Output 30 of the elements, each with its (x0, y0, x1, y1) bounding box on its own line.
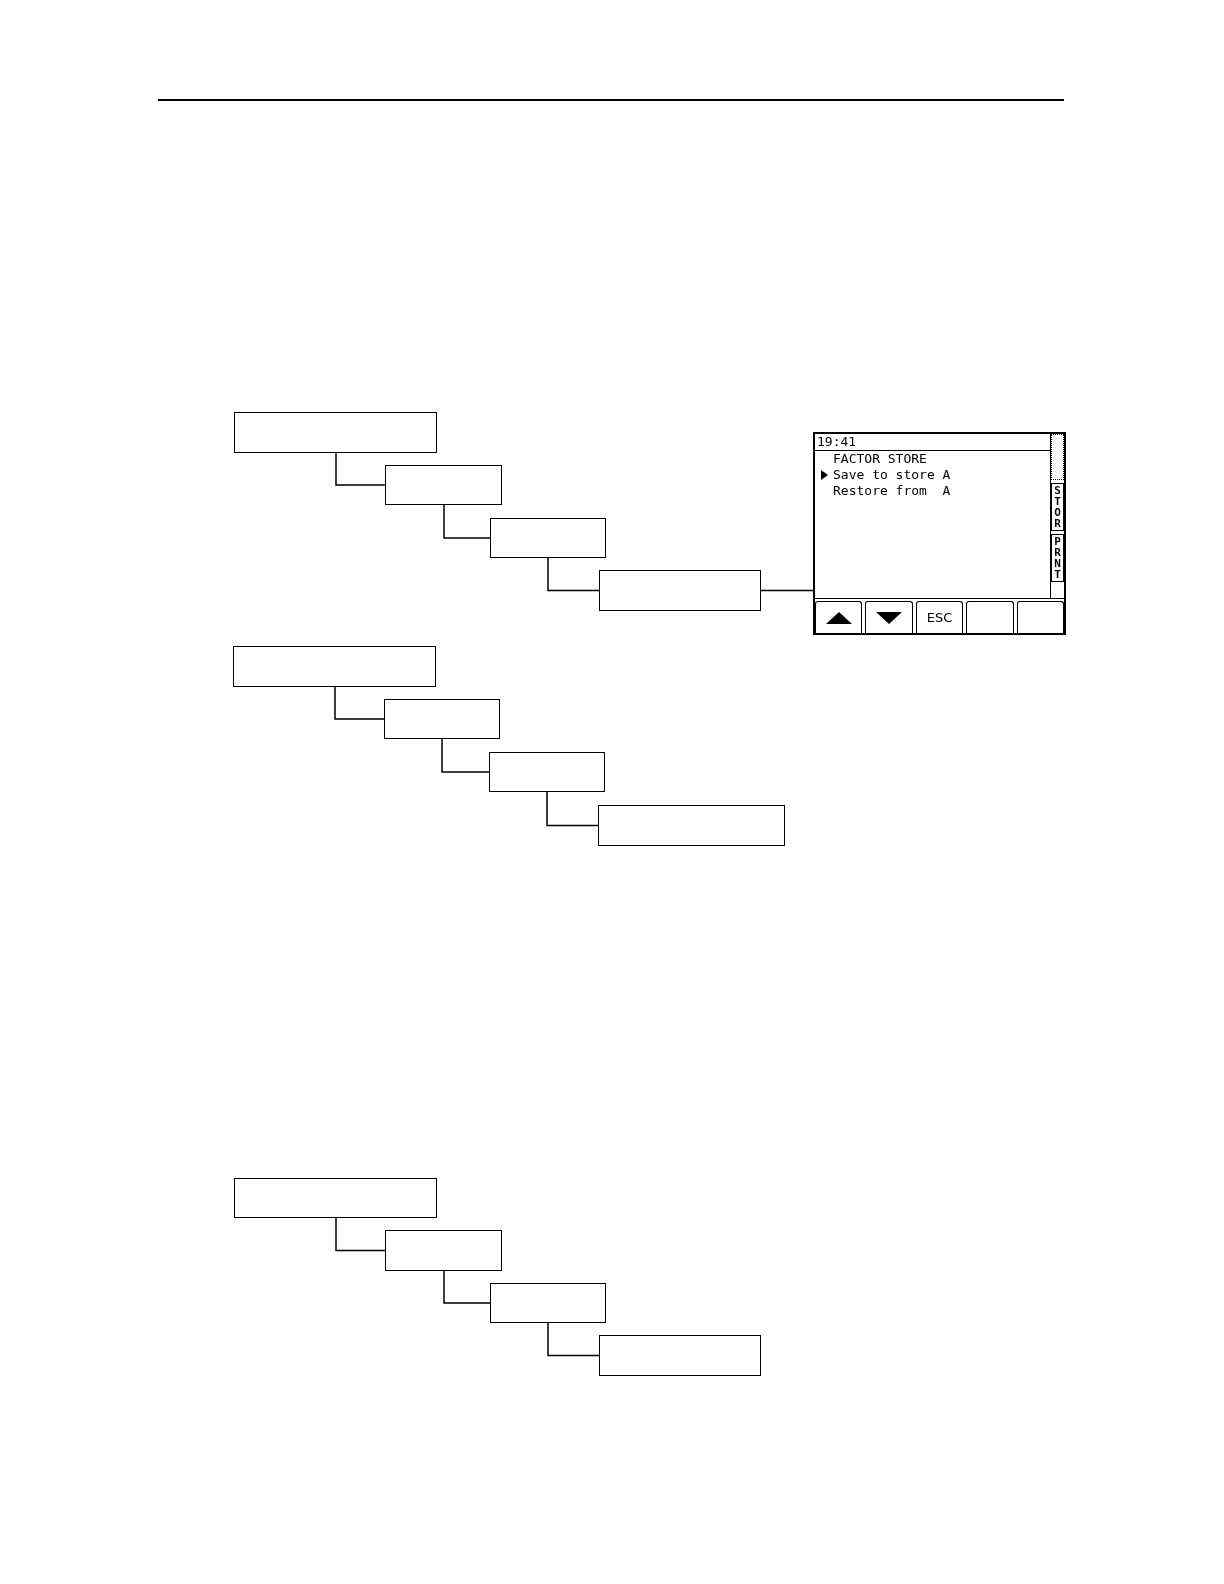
connector-line (335, 452, 386, 486)
connector-line (546, 791, 599, 827)
menu-box (234, 1178, 437, 1218)
connector-line (547, 1322, 600, 1357)
menu-box (598, 805, 785, 846)
menu-title: FACTOR STORE (832, 451, 928, 467)
menu-box (385, 465, 502, 505)
connector-line (547, 557, 600, 592)
connector-line (334, 686, 385, 720)
lcd-screen (813, 432, 1066, 635)
menu-box (490, 518, 606, 558)
menu-box (233, 646, 436, 687)
connector-line (335, 1217, 386, 1252)
menu-item: Save to store A (815, 467, 1050, 483)
connector-line (441, 738, 490, 773)
menu-box (384, 699, 500, 739)
connector-line (443, 504, 491, 539)
soft-key: ESC (915, 601, 964, 633)
menu-box (490, 1283, 606, 1323)
connector-line (443, 1270, 491, 1304)
side-tab: STOR (1051, 483, 1064, 531)
connector-line (760, 589, 814, 592)
menu-box (599, 1335, 761, 1376)
menu-box (385, 1230, 502, 1271)
menu-item: Restore from A (832, 483, 952, 499)
clock-text: 19:41 (815, 434, 1050, 451)
menu-box (599, 570, 761, 611)
side-tab: PRNT (1051, 534, 1064, 582)
menu-box (489, 752, 605, 792)
menu-box (234, 412, 437, 453)
